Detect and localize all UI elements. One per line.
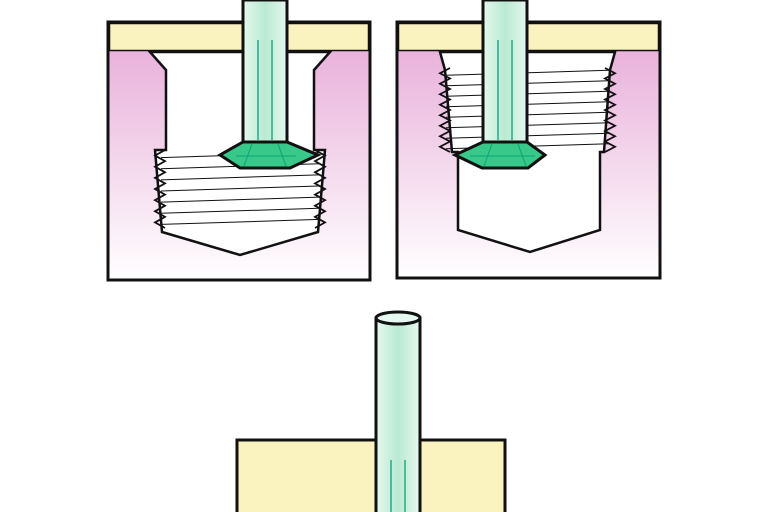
tool-flute — [390, 460, 406, 512]
thread-line — [160, 207, 320, 214]
thread-line — [160, 196, 320, 203]
thread-edge — [153, 149, 167, 229]
thread-line — [160, 174, 320, 181]
tool-head-facet — [470, 143, 535, 167]
left-panel — [106, 0, 372, 282]
thread-edge — [313, 149, 327, 229]
thread-edge — [603, 67, 617, 153]
tool-flute — [497, 40, 513, 140]
bottom-panel — [235, 310, 507, 512]
tool-head-facet — [236, 143, 296, 167]
tool-head — [451, 140, 548, 170]
tool-head — [217, 140, 322, 170]
tool-flute — [257, 40, 273, 140]
tool-shaft — [481, 0, 529, 147]
thread-edge — [438, 67, 452, 153]
top-layer — [108, 22, 370, 52]
right-panel — [395, 0, 662, 280]
tool-shaft — [374, 316, 422, 512]
thread-line — [160, 185, 320, 192]
workpiece-block — [235, 438, 507, 512]
tool-top — [374, 310, 422, 326]
tool-shaft — [241, 0, 289, 147]
thread-line — [160, 218, 320, 225]
